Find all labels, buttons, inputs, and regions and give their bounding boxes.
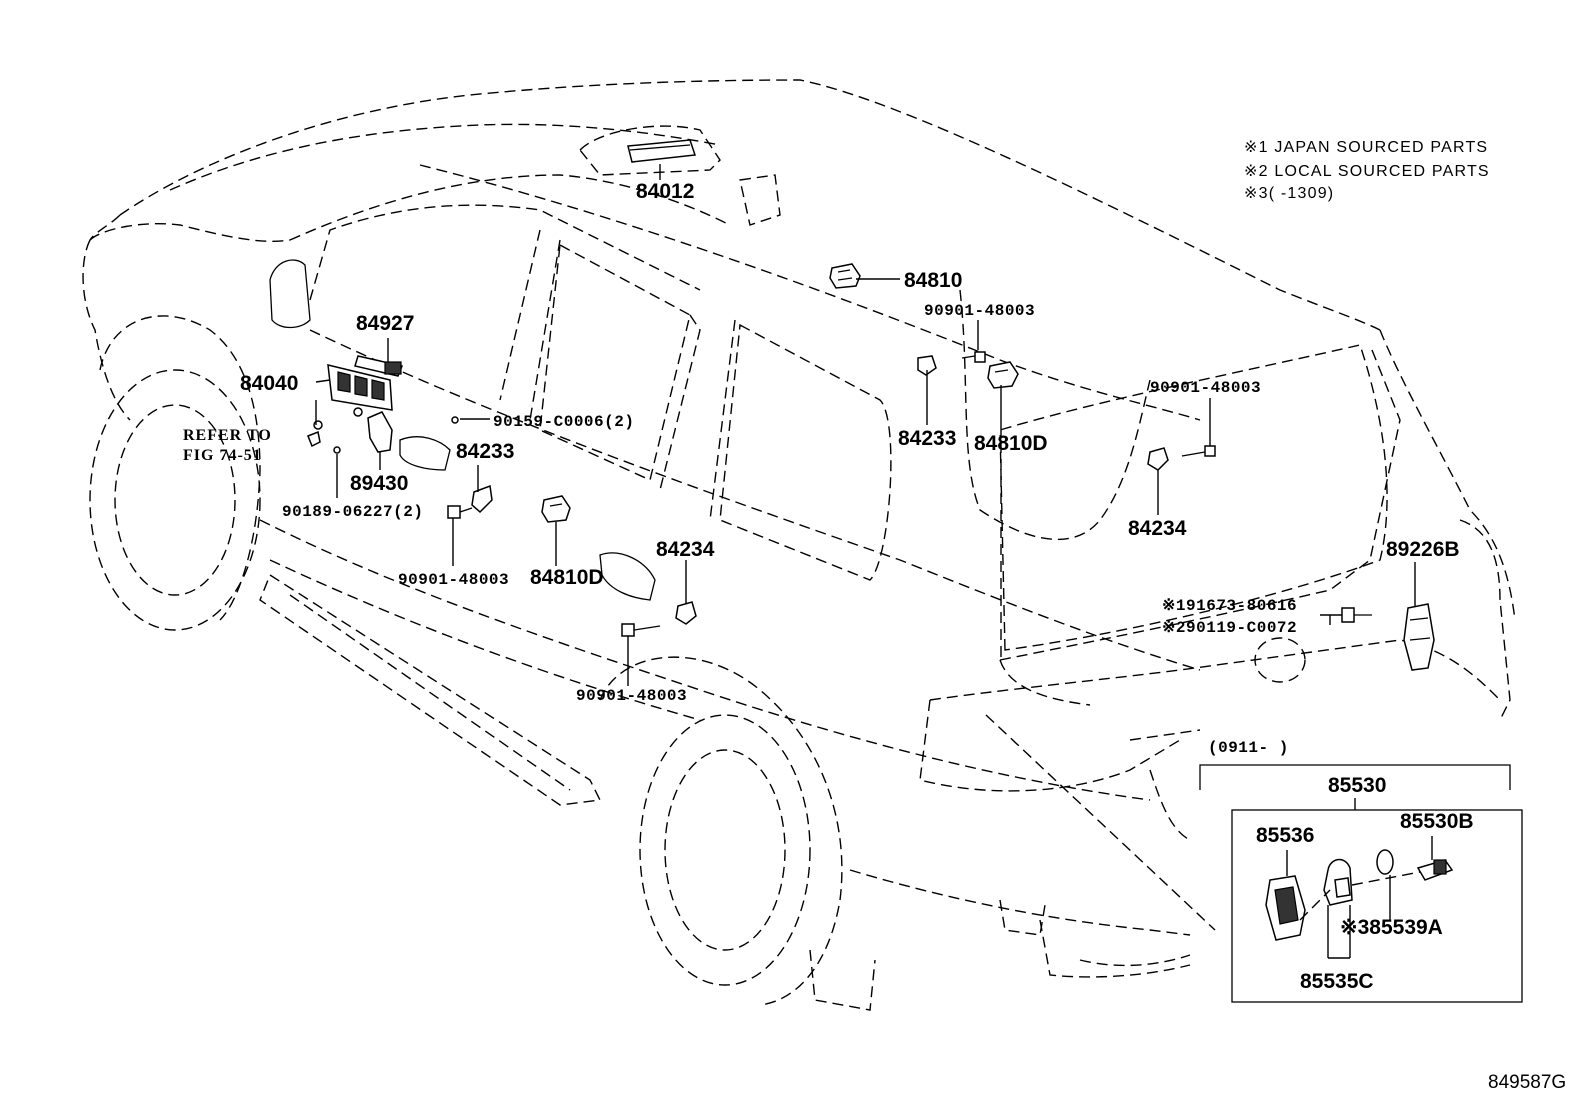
part-84810-switch <box>829 263 861 289</box>
part-84233-right <box>917 355 937 376</box>
screw-90901-left <box>447 505 473 519</box>
screw-90901-lower <box>621 623 661 637</box>
part-84040-switch <box>327 364 393 411</box>
label-90901-48003-right: 90901-48003 <box>1150 379 1261 397</box>
screw-90901-right-lower <box>1181 445 1216 457</box>
label-90189-06227: 90189-06227(2) <box>282 503 423 521</box>
note-local-sourced: ※2 LOCAL SOURCED PARTS <box>1244 163 1490 180</box>
part-85535c <box>1323 858 1353 906</box>
label-84810d-right: 84810D <box>974 432 1048 455</box>
part-84810d-switch-right <box>987 361 1019 389</box>
part-84012-switch <box>627 139 697 163</box>
screw-90159 <box>451 416 459 424</box>
part-labels: 84012 84810 90901-48003 84927 84040 9015… <box>240 180 1460 705</box>
part-85530b-sensor <box>1416 859 1454 881</box>
label-84040: 84040 <box>240 372 298 395</box>
note-japan-sourced: ※1 JAPAN SOURCED PARTS <box>1244 139 1488 156</box>
label-91673-80616: ※191673-80616 <box>1162 597 1297 615</box>
label-85535c: 85535C <box>1300 970 1374 993</box>
label-85530: 85530 <box>1328 774 1386 797</box>
bolt-91673 <box>1341 607 1372 623</box>
part-84233-left <box>471 484 493 514</box>
label-84810d-left: 84810D <box>530 566 604 589</box>
refer-to-label: REFER TO <box>183 427 272 444</box>
label-85530b: 85530B <box>1400 810 1474 833</box>
screw-90189 <box>333 446 341 454</box>
label-89430: 89430 <box>350 472 408 495</box>
label-84012: 84012 <box>636 180 694 203</box>
label-84234-lower: 84234 <box>656 538 715 561</box>
label-90159-c0006: 90159-C0006(2) <box>493 413 634 431</box>
part-84234-right <box>1147 447 1169 471</box>
label-84810: 84810 <box>904 269 962 292</box>
part-84927 <box>354 355 404 377</box>
inset-85530 <box>1199 764 1523 1003</box>
label-84927: 84927 <box>356 312 414 335</box>
part-85539a-oring <box>1376 849 1394 875</box>
clip-refer <box>307 420 323 448</box>
label-84234-right: 84234 <box>1128 517 1187 540</box>
leader-lines <box>315 164 1416 931</box>
label-90901-48003-upper: 90901-48003 <box>924 302 1035 320</box>
part-84810d-switch-left <box>541 495 571 523</box>
part-84234-lower <box>675 601 697 625</box>
part-89226b <box>1403 603 1435 671</box>
part-85536 <box>1265 875 1306 941</box>
label-84233-right: 84233 <box>898 427 956 450</box>
screw-90901-right <box>961 351 986 363</box>
notes: ※1 JAPAN SOURCED PARTS ※2 LOCAL SOURCED … <box>1244 139 1490 202</box>
label-90119-c0072: ※290119-C0072 <box>1162 619 1297 637</box>
label-90901-48003-lower: 90901-48003 <box>576 687 687 705</box>
note-range: ※3( -1309) <box>1244 185 1334 202</box>
label-84233-left: 84233 <box>456 440 514 463</box>
label-90901-48003-left: 90901-48003 <box>398 571 509 589</box>
refer-note: REFER TO FIG 74-51 <box>183 427 272 464</box>
inset-labels: (0911- ) 85530 85536 85530B ※385539A 855… <box>1208 739 1474 993</box>
parts <box>307 139 1435 671</box>
label-89226b: 89226B <box>1386 538 1460 561</box>
vehicle-outline <box>82 79 1516 1011</box>
inset-date-range: (0911- ) <box>1208 739 1289 757</box>
label-85539a: ※385539A <box>1340 916 1443 939</box>
refer-fig-label: FIG 74-51 <box>183 447 262 464</box>
part-89430 <box>353 407 393 453</box>
label-85536: 85536 <box>1256 824 1314 847</box>
figure-id: 849587G <box>1488 1072 1566 1093</box>
